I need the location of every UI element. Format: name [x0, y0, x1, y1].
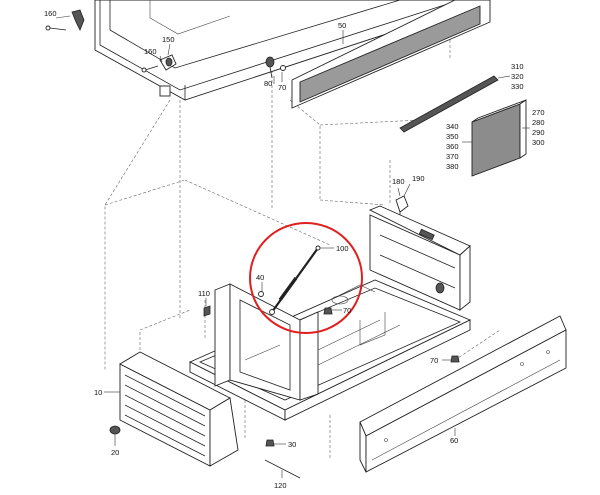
- label-70-top: 70: [278, 83, 286, 92]
- top-housing: [94, 0, 491, 101]
- label-310: 310: [511, 62, 524, 71]
- label-350: 350: [446, 132, 459, 141]
- label-190: 190: [412, 174, 425, 183]
- label-340: 340: [446, 122, 459, 131]
- screw-80-70: [265, 56, 286, 79]
- base-frame: [188, 205, 472, 421]
- label-70-mid: 70: [343, 306, 351, 315]
- label-100: 100: [336, 244, 349, 253]
- filter-block: [471, 99, 527, 177]
- label-80: 80: [264, 79, 272, 88]
- part-labels: 160 160 150 50 80 70 310 320 330 270 280…: [44, 9, 545, 490]
- small-bracket: [395, 195, 409, 220]
- label-20: 20: [111, 448, 119, 457]
- part-120-rod: [264, 459, 301, 479]
- part-110-clip: [203, 305, 211, 317]
- label-320: 320: [511, 72, 524, 81]
- label-160-a: 160: [44, 9, 57, 18]
- part-20-cap: [109, 425, 121, 435]
- label-360: 360: [446, 142, 459, 151]
- part-70-foot-b: [450, 355, 460, 363]
- label-280: 280: [532, 118, 545, 127]
- part-40-screw: [258, 291, 264, 297]
- side-panel: [359, 315, 567, 473]
- label-50: 50: [338, 21, 346, 30]
- part-30-foot: [265, 439, 275, 447]
- filter-panel: [291, 0, 491, 109]
- label-160-b: 160: [144, 47, 157, 56]
- label-370: 370: [446, 152, 459, 161]
- label-330: 330: [511, 82, 524, 91]
- label-40: 40: [256, 273, 264, 282]
- gas-strut: [269, 245, 321, 315]
- label-290: 290: [532, 128, 545, 137]
- highlight-circle: [249, 222, 363, 334]
- label-110: 110: [198, 289, 210, 298]
- knob-part: [141, 54, 177, 73]
- label-180: 180: [392, 177, 405, 186]
- front-grille: [119, 351, 239, 467]
- label-300: 300: [532, 138, 545, 147]
- part-70-foot-a: [323, 307, 333, 315]
- clip-part: [45, 9, 85, 31]
- label-380: 380: [446, 162, 459, 171]
- label-60: 60: [450, 436, 458, 445]
- label-150: 150: [162, 35, 175, 44]
- label-120: 120: [274, 481, 287, 490]
- leader-lines: [55, 15, 530, 478]
- label-270: 270: [532, 108, 545, 117]
- label-10: 10: [94, 388, 102, 397]
- seal-strip: [399, 75, 499, 133]
- label-70-right: 70: [430, 356, 438, 365]
- housing-foot: [159, 85, 171, 97]
- label-30: 30: [288, 440, 296, 449]
